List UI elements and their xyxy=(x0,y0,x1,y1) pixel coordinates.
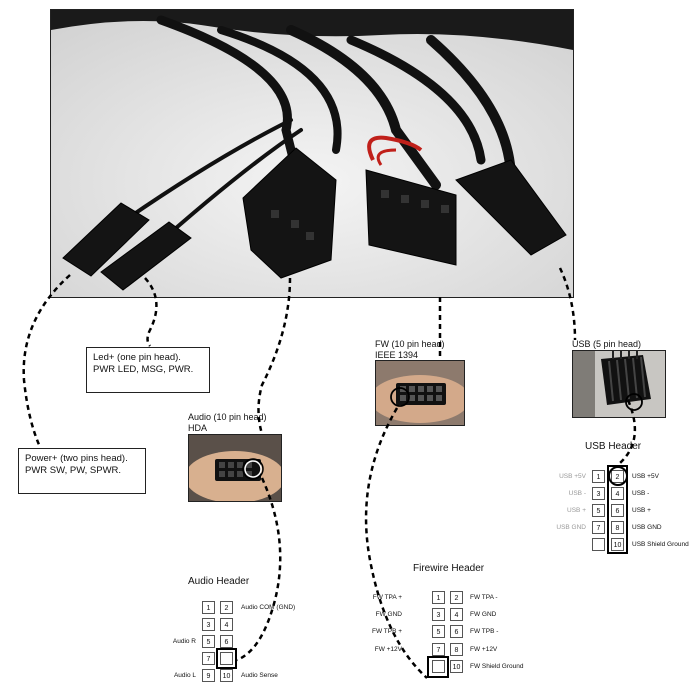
usb-right-label: USB Shield Ground xyxy=(632,541,689,548)
audio-highlight-box xyxy=(216,648,237,669)
usb-pin: 7 xyxy=(592,521,605,534)
audio-right-label: Audio Sense xyxy=(241,672,278,679)
usb-pin-empty xyxy=(592,538,605,551)
power-callout-line2: PWR SW, PW, SPWR. xyxy=(25,465,122,476)
power-leader-line xyxy=(22,274,71,448)
usb-pin: 6 xyxy=(611,504,624,517)
audio-left-label: Audio R xyxy=(172,638,196,645)
audio-pin: 2 xyxy=(220,601,233,614)
audio-bottom-leader-line xyxy=(236,477,282,662)
usb-right-label: USB GND xyxy=(632,524,662,531)
audio-connector-photo xyxy=(188,434,282,502)
fw-right-label: FW TPB - xyxy=(470,628,499,635)
usb-right-label: USB - xyxy=(632,490,650,497)
audio-caption-line1: Audio (10 pin head) xyxy=(188,412,267,422)
firewire-header-title: Firewire Header xyxy=(413,563,485,574)
fw-left-label: FW TPA + xyxy=(372,594,402,601)
fw-left-label: FW TPB + xyxy=(372,628,403,635)
fw-pin: 8 xyxy=(450,643,463,656)
audio-caption: Audio (10 pin head) HDA xyxy=(188,412,267,434)
fw-right-label: FW +12V xyxy=(470,646,498,653)
fw-caption-line1: FW (10 pin head) xyxy=(375,339,445,349)
audio-pin: 10 xyxy=(220,669,233,682)
audio-pin: 5 xyxy=(202,635,215,648)
usb-pin: 1 xyxy=(592,470,605,483)
usb-pin: 3 xyxy=(592,487,605,500)
led-callout: Led+ (one pin head). PWR LED, MSG, PWR. xyxy=(86,347,210,393)
audio-caption-line2: HDA xyxy=(188,423,208,433)
fw-highlight-box xyxy=(427,656,449,678)
usb-caption-line1: USB (5 pin head) xyxy=(572,339,642,349)
fw-connector-photo xyxy=(375,360,465,426)
audio-pin: 7 xyxy=(202,652,215,665)
usb-pin-circle xyxy=(608,466,628,486)
fw-pin: 10 xyxy=(450,660,463,673)
power-callout-line1: Power+ (two pins head). xyxy=(25,453,128,464)
audio-right-label: Audio COM (GND) xyxy=(241,604,296,611)
usb-pin: 10 xyxy=(611,538,624,551)
audio-pin: 1 xyxy=(202,601,215,614)
led-callout-line2: PWR LED, MSG, PWR. xyxy=(93,364,194,375)
fw-right-label: FW GND xyxy=(470,611,497,618)
usb-pin: 4 xyxy=(611,487,624,500)
usb-left-label: USB + xyxy=(567,507,586,514)
fw-pin-empty xyxy=(432,660,445,673)
led-callout-line1: Led+ (one pin head). xyxy=(93,352,181,363)
usb-left-label: USB - xyxy=(568,490,586,497)
usb-connector-photo xyxy=(572,350,666,418)
audio-top-leader-line xyxy=(257,277,292,435)
usb-left-label: USB +5V xyxy=(559,473,586,480)
usb-pin: 8 xyxy=(611,521,624,534)
fw-pin: 4 xyxy=(450,608,463,621)
fw-caption: FW (10 pin head) IEEE 1394 xyxy=(375,339,445,361)
fw-pin: 1 xyxy=(432,591,445,604)
fw-pin: 6 xyxy=(450,625,463,638)
usb-left-label: USB GND xyxy=(556,524,586,531)
fw-pin: 7 xyxy=(432,643,445,656)
audio-pin: 9 xyxy=(202,669,215,682)
fw-pin: 5 xyxy=(432,625,445,638)
cable-illustration xyxy=(51,10,573,297)
audio-pin: 4 xyxy=(220,618,233,631)
usb-pin: 5 xyxy=(592,504,605,517)
usb-caption: USB (5 pin head) xyxy=(572,339,641,350)
fw-left-label: FW +12V xyxy=(374,646,402,653)
audio-header-title: Audio Header xyxy=(188,576,250,587)
audio-pin: 6 xyxy=(220,635,233,648)
usb-right-label: USB + xyxy=(632,507,651,514)
audio-pin-empty xyxy=(220,652,233,665)
fw-pin: 3 xyxy=(432,608,445,621)
fw-right-label: FW Shield Ground xyxy=(470,663,524,670)
audio-left-label: Audio L xyxy=(173,672,196,679)
power-callout: Power+ (two pins head). PWR SW, PW, SPWR… xyxy=(18,448,146,494)
audio-pin: 3 xyxy=(202,618,215,631)
fw-right-label: FW TPA - xyxy=(470,594,498,601)
fw-pin: 2 xyxy=(450,591,463,604)
fw-caption-line2: IEEE 1394 xyxy=(375,350,419,360)
usb-header-title: USB Header xyxy=(585,441,642,452)
usb-right-label: USB +5V xyxy=(632,473,659,480)
cable-photo xyxy=(50,9,574,298)
fw-left-label: FW GND xyxy=(375,611,402,618)
